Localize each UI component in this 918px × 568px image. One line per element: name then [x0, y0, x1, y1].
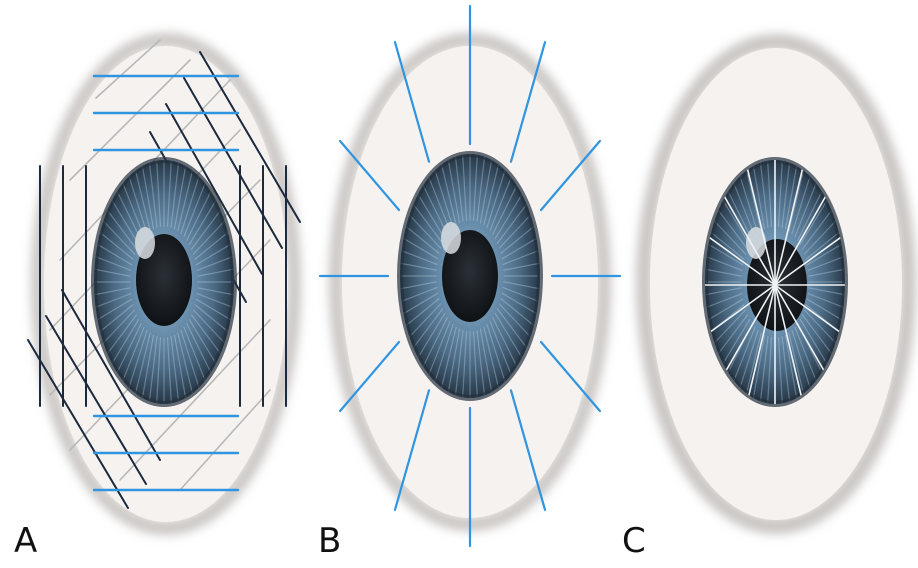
- iris: [400, 154, 540, 398]
- panel-b-eye-radial: [320, 6, 620, 546]
- panel-label-b: B: [318, 524, 341, 558]
- eye-highlight: [441, 222, 461, 254]
- panel-a-eye-hatched: [28, 40, 300, 528]
- panel-label-c: C: [622, 524, 646, 558]
- panel-c-eye-spokes: [644, 42, 908, 526]
- eye-highlight: [135, 227, 155, 259]
- iris: [94, 160, 234, 404]
- panel-label-a: A: [14, 524, 37, 558]
